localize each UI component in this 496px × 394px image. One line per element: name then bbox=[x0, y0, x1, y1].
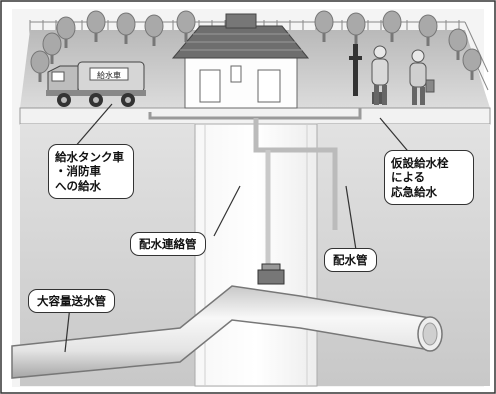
truck-sign-text: 給水車 bbox=[97, 70, 121, 80]
callout-tanker-line2: ・消防車 bbox=[55, 164, 101, 179]
callout-connecting-pipe: 配水連絡管 bbox=[130, 232, 206, 257]
callout-hydrant-line1: 仮設給水栓 bbox=[391, 156, 449, 170]
building bbox=[171, 13, 310, 109]
callout-tanker-supply: 給水タンク車 ・消防車 への給水 bbox=[48, 144, 134, 200]
water-tanker-truck: 給水車 bbox=[46, 61, 146, 107]
distribution-pipe bbox=[253, 118, 338, 230]
valve bbox=[257, 269, 285, 285]
callout-tanker-line1: 給水タンク車 bbox=[55, 150, 124, 164]
person-right bbox=[409, 49, 435, 105]
callout-connecting-pipe-text: 配水連絡管 bbox=[139, 237, 197, 251]
callout-main-pipe-text: 大容量送水管 bbox=[37, 294, 106, 308]
callout-hydrant-line3: 応急給水 bbox=[391, 184, 437, 199]
callout-distribution-pipe-text: 配水管 bbox=[333, 253, 368, 267]
callout-hydrant-supply: 仮設給水栓 による 応急給水 bbox=[384, 150, 474, 206]
leader-lines bbox=[64, 103, 413, 353]
vertical-shaft bbox=[194, 123, 318, 387]
person-left bbox=[371, 45, 389, 105]
callout-distribution-pipe: 配水管 bbox=[324, 248, 377, 273]
trees bbox=[30, 10, 482, 82]
callout-main-pipe: 大容量送水管 bbox=[28, 289, 115, 314]
callout-tanker-line3: への給水 bbox=[55, 178, 101, 193]
callout-hydrant-line2: による bbox=[391, 170, 426, 185]
